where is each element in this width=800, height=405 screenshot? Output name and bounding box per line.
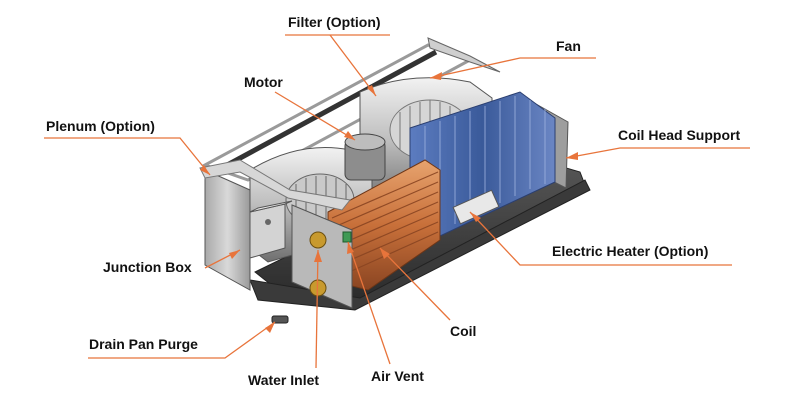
air-vent-fitting	[342, 231, 352, 243]
arrow-electric-heater	[470, 212, 481, 222]
arrow-junction-box	[229, 250, 240, 259]
label-filter: Filter (Option)	[288, 14, 381, 30]
leader-motor	[274, 91, 356, 141]
leader-electric-heater	[469, 211, 732, 266]
leader-drain-pan-purge	[88, 321, 276, 359]
label-motor: Motor	[244, 74, 283, 90]
leader-plenum	[44, 137, 211, 176]
junction-box	[249, 200, 293, 259]
leader-coil-head-support	[565, 147, 750, 159]
arrow-filter	[367, 85, 376, 96]
water-inlet-valve	[309, 231, 327, 249]
leader-coil	[379, 247, 451, 321]
arrow-coil	[380, 248, 390, 259]
electric-heater	[409, 91, 556, 237]
arrow-fan	[430, 72, 442, 80]
arrow-air-vent	[347, 242, 354, 254]
label-coil-head-support: Coil Head Support	[618, 127, 741, 143]
top-frame-front-rail	[199, 159, 351, 211]
label-plenum: Plenum (Option)	[46, 118, 155, 134]
arrow-coil-head-support	[566, 152, 578, 160]
filter-frame-bar	[216, 49, 438, 173]
label-coil: Coil	[450, 323, 477, 339]
leader-air-vent	[347, 241, 391, 365]
copper-coil	[327, 159, 441, 291]
leader-water-inlet	[315, 249, 319, 369]
label-air-vent: Air Vent	[371, 368, 424, 384]
drain-pan-purge-fitting	[271, 315, 289, 324]
motor	[344, 133, 386, 181]
label-water-inlet: Water Inlet	[248, 372, 320, 388]
arrow-motor	[344, 131, 355, 140]
leader-fan	[429, 57, 596, 79]
front-end-plate	[291, 204, 353, 309]
right-top-bracket	[427, 37, 501, 73]
leader-filter-diag	[329, 34, 377, 97]
arrow-drain-pan-purge	[265, 322, 275, 333]
label-junction-box: Junction Box	[103, 259, 192, 275]
arrow-water-inlet	[314, 250, 322, 262]
plenum-housing	[204, 169, 251, 291]
arrow-plenum	[200, 165, 210, 175]
label-electric-heater: Electric Heater (Option)	[552, 243, 709, 259]
label-fan: Fan	[556, 38, 581, 54]
label-drain-pan-purge: Drain Pan Purge	[89, 336, 198, 352]
drain-pan-lip	[249, 179, 591, 311]
